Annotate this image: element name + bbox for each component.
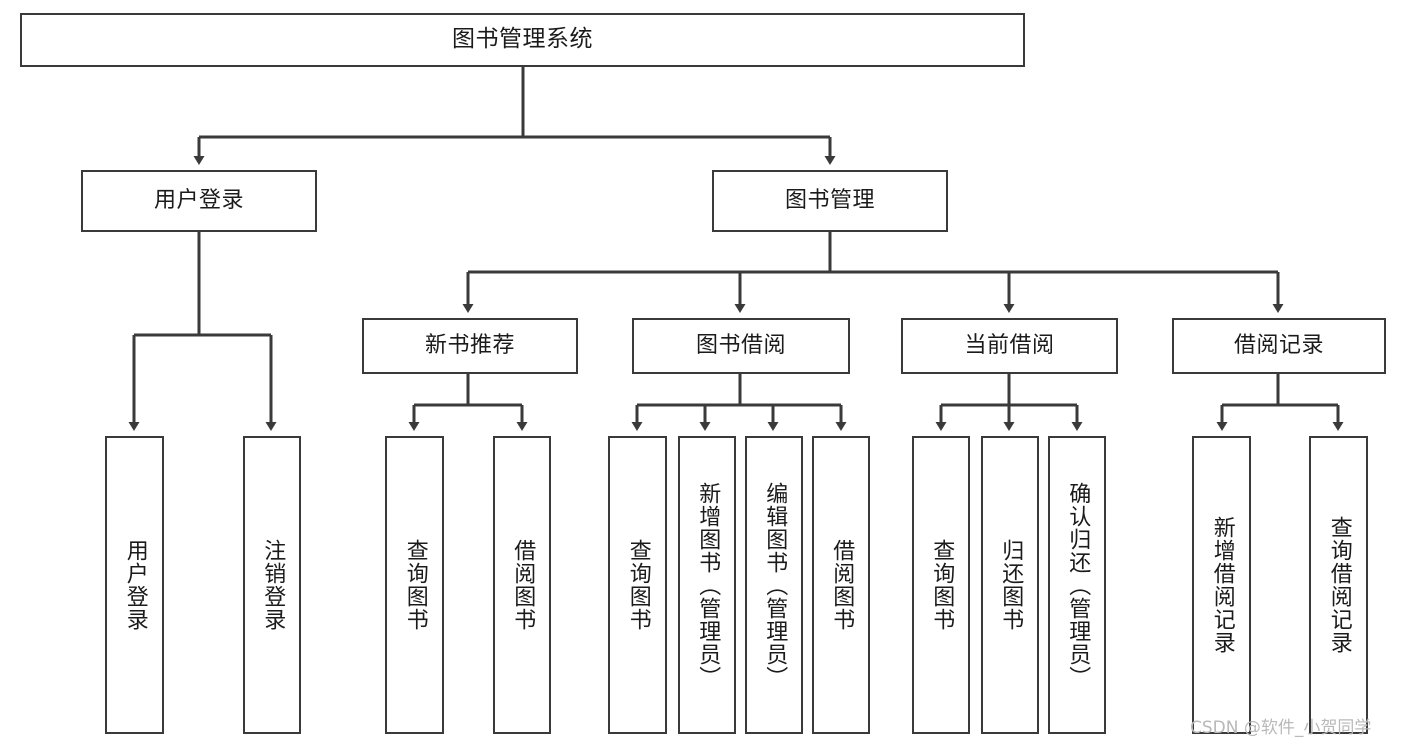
csdn-watermark: CSDN @软件_小贺同学 bbox=[1190, 718, 1372, 738]
node-label: 编辑图书（管理员） bbox=[762, 481, 788, 689]
leaf-query-book-newbook[interactable]: 查询图书 bbox=[385, 436, 444, 734]
leaf-borrow-book[interactable]: 借阅图书 bbox=[812, 436, 870, 734]
node-current-borrow[interactable]: 当前借阅 bbox=[901, 318, 1118, 374]
node-label: 当前借阅 bbox=[964, 333, 1055, 359]
node-label: 用户登录 bbox=[122, 539, 148, 631]
node-label: 借阅图书 bbox=[829, 539, 855, 631]
leaf-query-book-borrow[interactable]: 查询图书 bbox=[608, 436, 667, 734]
node-label: 新增借阅记录 bbox=[1209, 516, 1235, 654]
node-label: 图书管理系统 bbox=[452, 26, 593, 53]
node-user-login[interactable]: 用户登录 bbox=[81, 170, 317, 232]
node-label: 新书推荐 bbox=[424, 333, 515, 359]
node-label: 新增图书（管理员） bbox=[695, 481, 721, 689]
node-label: 查询借阅记录 bbox=[1326, 516, 1352, 654]
leaf-query-book-current[interactable]: 查询图书 bbox=[912, 436, 970, 734]
leaf-return-book[interactable]: 归还图书 bbox=[981, 436, 1039, 734]
leaf-confirm-return-admin[interactable]: 确认归还（管理员） bbox=[1048, 436, 1106, 734]
node-label: 注销登录 bbox=[260, 539, 286, 631]
node-label: 确认归还（管理员） bbox=[1065, 481, 1091, 689]
node-label: 用户登录 bbox=[153, 188, 244, 214]
node-label: 借阅图书 bbox=[510, 539, 536, 631]
leaf-user-login[interactable]: 用户登录 bbox=[105, 436, 164, 734]
leaf-add-borrow-record[interactable]: 新增借阅记录 bbox=[1192, 436, 1251, 734]
node-label: 查询图书 bbox=[402, 539, 428, 631]
leaf-logout[interactable]: 注销登录 bbox=[243, 436, 301, 734]
node-label: 图书借阅 bbox=[695, 333, 786, 359]
node-book-borrow[interactable]: 图书借阅 bbox=[632, 318, 850, 374]
node-label: 查询图书 bbox=[929, 539, 955, 631]
node-root[interactable]: 图书管理系统 bbox=[20, 13, 1025, 67]
node-label: 图书管理 bbox=[784, 188, 875, 214]
node-book-management[interactable]: 图书管理 bbox=[712, 170, 948, 232]
node-label: 查询图书 bbox=[625, 539, 651, 631]
node-label: 借阅记录 bbox=[1233, 333, 1324, 359]
leaf-add-book-admin[interactable]: 新增图书（管理员） bbox=[678, 436, 736, 734]
node-label: 归还图书 bbox=[998, 539, 1024, 631]
leaf-edit-book-admin[interactable]: 编辑图书（管理员） bbox=[745, 436, 803, 734]
node-borrow-records[interactable]: 借阅记录 bbox=[1172, 318, 1386, 374]
node-new-book-recommend[interactable]: 新书推荐 bbox=[362, 318, 578, 374]
leaf-borrow-book-newbook[interactable]: 借阅图书 bbox=[493, 436, 551, 734]
leaf-query-borrow-record[interactable]: 查询借阅记录 bbox=[1309, 436, 1368, 734]
